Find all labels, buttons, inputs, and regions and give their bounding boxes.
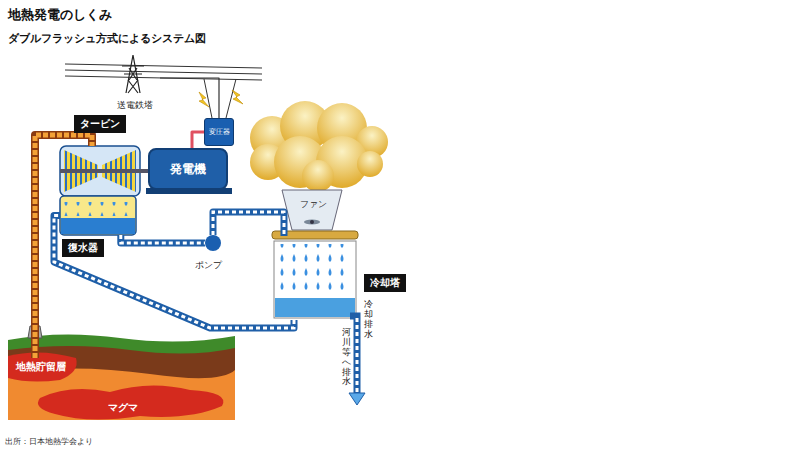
text-holder: 冷却塔 [364, 272, 406, 292]
fan-housing [282, 190, 342, 230]
text-holder: 送電鉄塔 [110, 94, 160, 112]
condenser-symbol [60, 196, 136, 235]
tower-node: 送電鉄塔 [110, 50, 160, 108]
spark-symbol [199, 90, 243, 107]
pipe-inner [121, 235, 205, 243]
steam-cloud [250, 101, 388, 192]
vertical-label: 冷却排水 [364, 300, 373, 340]
pipe-connector [213, 212, 284, 236]
subtitle: ダブルフラッシュ方式によるシステム図 [8, 31, 206, 46]
pipe-connector [192, 132, 204, 148]
text-holder: ポンプ [195, 254, 222, 272]
pump-node: ポンプ [205, 235, 221, 251]
node-text: 送電鉄塔 [117, 100, 153, 110]
pipe-outer [213, 212, 284, 236]
node-text: ポンプ [195, 260, 222, 270]
generator-box: 発電機 [148, 148, 228, 190]
pipe-connector [54, 216, 294, 329]
node-text: マグマ [108, 401, 138, 415]
part-label: ファン [300, 198, 327, 211]
pipe-outer [54, 216, 294, 329]
vertical-label: 河川等へ排水 [342, 328, 351, 387]
pipe-connector [121, 235, 205, 243]
text-holder: タービン [74, 113, 126, 133]
ground-layers [8, 334, 235, 420]
node-text: 変圧器 [209, 127, 230, 137]
pipe-outer [192, 132, 204, 148]
source-note: 出所：日本地熱学会より [5, 436, 93, 447]
tag-label: 復水器 [62, 239, 104, 257]
node-text: 地熱貯留層 [16, 360, 66, 374]
transformer-box: 変圧器 [204, 118, 234, 146]
pipe-outer [160, 78, 219, 118]
transformer-wire [204, 79, 236, 118]
turbine-symbol [60, 146, 152, 196]
tag-label: タービン [74, 115, 126, 133]
magma-label-node: マグマ [98, 399, 148, 417]
cooling-tower-node: 冷却塔 [270, 236, 360, 320]
pipe-connector [160, 78, 219, 118]
reservoir-label-node: 地熱貯留層 [8, 358, 74, 376]
turbine-node: タービン [60, 146, 140, 196]
text-holder: 復水器 [62, 237, 104, 257]
pipe-inner [54, 216, 294, 329]
tower-symbol [122, 55, 144, 93]
node-text: 発電機 [170, 161, 206, 178]
drain-pipe [349, 316, 365, 405]
cooling-tower-symbol [272, 231, 358, 318]
pipe-outer [121, 235, 205, 243]
tag-label: 冷却塔 [364, 274, 406, 292]
pipe-inner [213, 212, 284, 236]
title: 地熱発電のしくみ [8, 6, 112, 24]
condenser-node: 復水器 [60, 196, 136, 235]
